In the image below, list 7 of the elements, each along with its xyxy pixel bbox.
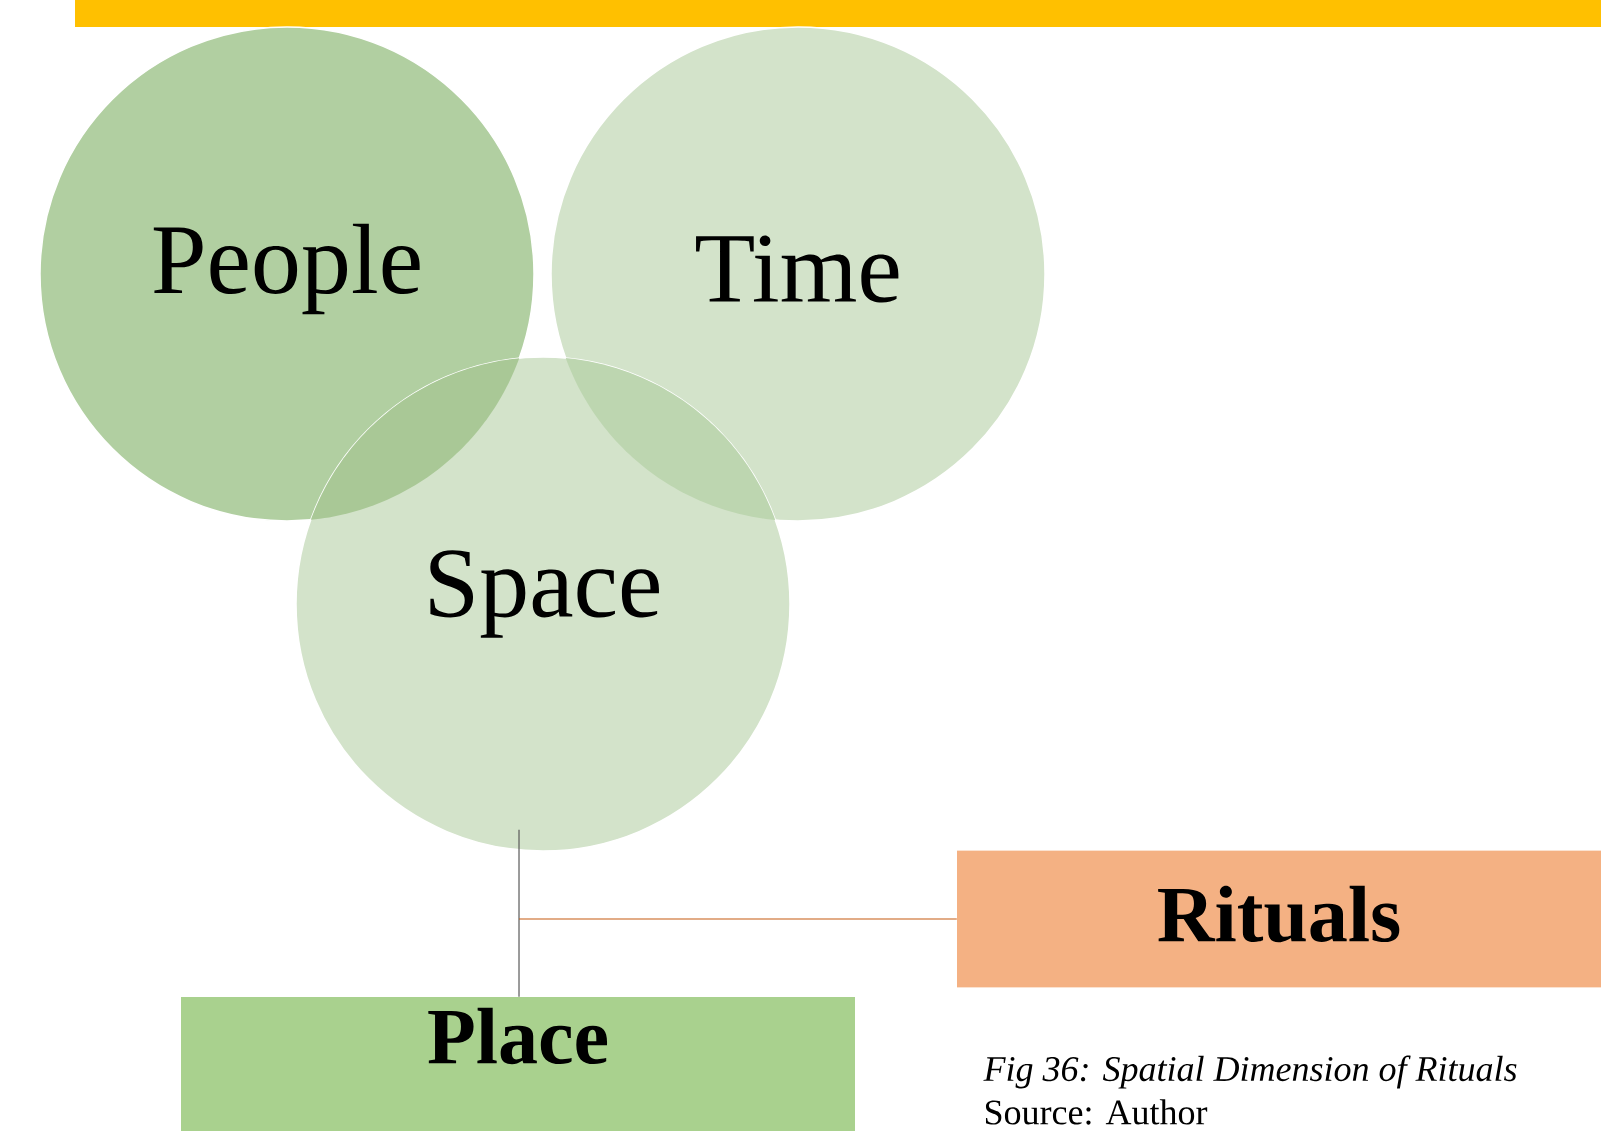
top-bar (75, 0, 1601, 27)
label-box: Place (181, 997, 855, 1131)
connector-line (518, 829, 520, 998)
label-box: Rituals (957, 850, 1601, 988)
source-note: Source: Author (985, 1099, 1208, 1125)
caption: Fig 36: Spatial Dimension of Rituals (983, 1055, 1517, 1089)
connector-line (518, 918, 958, 920)
